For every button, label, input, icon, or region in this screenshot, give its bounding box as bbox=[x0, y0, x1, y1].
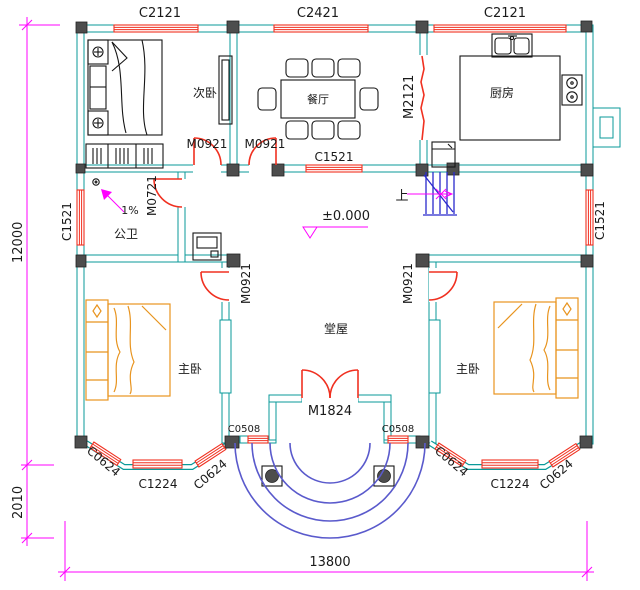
door-label-dining: M0921 bbox=[245, 137, 286, 151]
window-label-porch-right: C0508 bbox=[382, 424, 414, 435]
room-label-dining: 餐厅 bbox=[307, 92, 329, 106]
window-label-right-wall: C1521 bbox=[593, 201, 607, 240]
door-bathroom bbox=[153, 178, 183, 208]
window-label-left-wall: C1521 bbox=[60, 202, 74, 241]
window-porch-right bbox=[387, 435, 409, 444]
door-label-kitchen-sliding: M2121 bbox=[402, 75, 417, 119]
window-bay-left-front bbox=[132, 459, 183, 469]
window-top-left bbox=[113, 24, 199, 33]
room-label-hall: 堂屋 bbox=[324, 322, 348, 336]
dim-height-total: 12000 bbox=[11, 222, 26, 263]
door-kitchen-sliding bbox=[420, 55, 425, 141]
door-master-left bbox=[200, 271, 230, 301]
walls bbox=[76, 24, 621, 470]
window-porch-left bbox=[247, 435, 269, 444]
slope-arrow bbox=[101, 189, 125, 213]
room-label-bedroom2: 次卧 bbox=[193, 86, 217, 100]
door-label-master-right: M0921 bbox=[401, 263, 415, 304]
dim-width-total: 13800 bbox=[309, 555, 350, 570]
window-label-hall-interior: C1521 bbox=[315, 150, 354, 164]
entry-steps bbox=[234, 442, 426, 539]
room-label-master-right: 主卧 bbox=[456, 362, 480, 376]
master-beds bbox=[85, 297, 579, 401]
dimension-lines bbox=[19, 17, 594, 581]
dim-porch-depth: 2010 bbox=[11, 486, 26, 519]
door-label-entrance: M1824 bbox=[308, 404, 352, 419]
up-arrow bbox=[407, 188, 454, 200]
door-label-bathroom: M0721 bbox=[145, 175, 159, 216]
window-bay-left-inner bbox=[194, 442, 227, 468]
windows bbox=[76, 24, 594, 469]
door-label-bedroom2: M0921 bbox=[187, 137, 228, 151]
window-label-bay-left-front: C1224 bbox=[139, 477, 178, 491]
structural-columns bbox=[74, 20, 594, 487]
door-dining bbox=[248, 137, 277, 166]
window-bay-left-outer bbox=[89, 441, 122, 467]
washbasin bbox=[192, 232, 222, 261]
room-label-kitchen: 厨房 bbox=[490, 85, 514, 100]
window-bay-right-outer bbox=[548, 442, 581, 468]
door-master-right bbox=[428, 271, 458, 301]
stove bbox=[561, 74, 583, 106]
up-label: 上 bbox=[395, 189, 408, 204]
window-label-porch-left: C0508 bbox=[228, 424, 260, 435]
window-left-wall bbox=[76, 189, 85, 246]
window-label-top-right: C2121 bbox=[484, 6, 526, 21]
kitchen-counter bbox=[459, 33, 561, 141]
room-label-bathroom: 公卫 bbox=[114, 227, 138, 241]
door-entrance bbox=[301, 369, 359, 399]
door-bedroom2 bbox=[193, 137, 222, 166]
window-bay-right-front bbox=[481, 459, 539, 469]
elevation-label: ±0.000 bbox=[322, 209, 370, 224]
bed-master-left bbox=[85, 299, 171, 401]
porch-column bbox=[261, 465, 283, 487]
bed-master-right bbox=[493, 297, 579, 399]
window-bay-right-inner bbox=[434, 442, 467, 468]
window-top-center bbox=[273, 24, 369, 33]
window-label-top-left: C2121 bbox=[139, 6, 181, 21]
fridge bbox=[431, 141, 456, 168]
window-label-bay-right-front: C1224 bbox=[491, 477, 530, 491]
wardrobe bbox=[85, 143, 164, 169]
doors bbox=[153, 55, 458, 399]
elevation-symbol bbox=[302, 226, 368, 239]
porch-column bbox=[373, 465, 395, 487]
slope-label: 1% bbox=[121, 204, 138, 217]
room-label-master-left: 主卧 bbox=[178, 362, 202, 376]
furniture bbox=[85, 33, 583, 261]
labels: C2121 C2421 C2121 M0921 M0921 C1521 M212… bbox=[11, 6, 607, 570]
window-right-wall bbox=[585, 189, 594, 246]
window-label-top-center: C2421 bbox=[297, 6, 339, 21]
window-top-right bbox=[433, 24, 567, 33]
cabinet-tall bbox=[218, 55, 233, 125]
door-label-master-left: M0921 bbox=[239, 263, 253, 304]
dining-set bbox=[257, 58, 379, 140]
floor-drain bbox=[92, 178, 100, 186]
bed-secondary bbox=[87, 39, 163, 136]
window-hall-interior bbox=[305, 164, 363, 173]
